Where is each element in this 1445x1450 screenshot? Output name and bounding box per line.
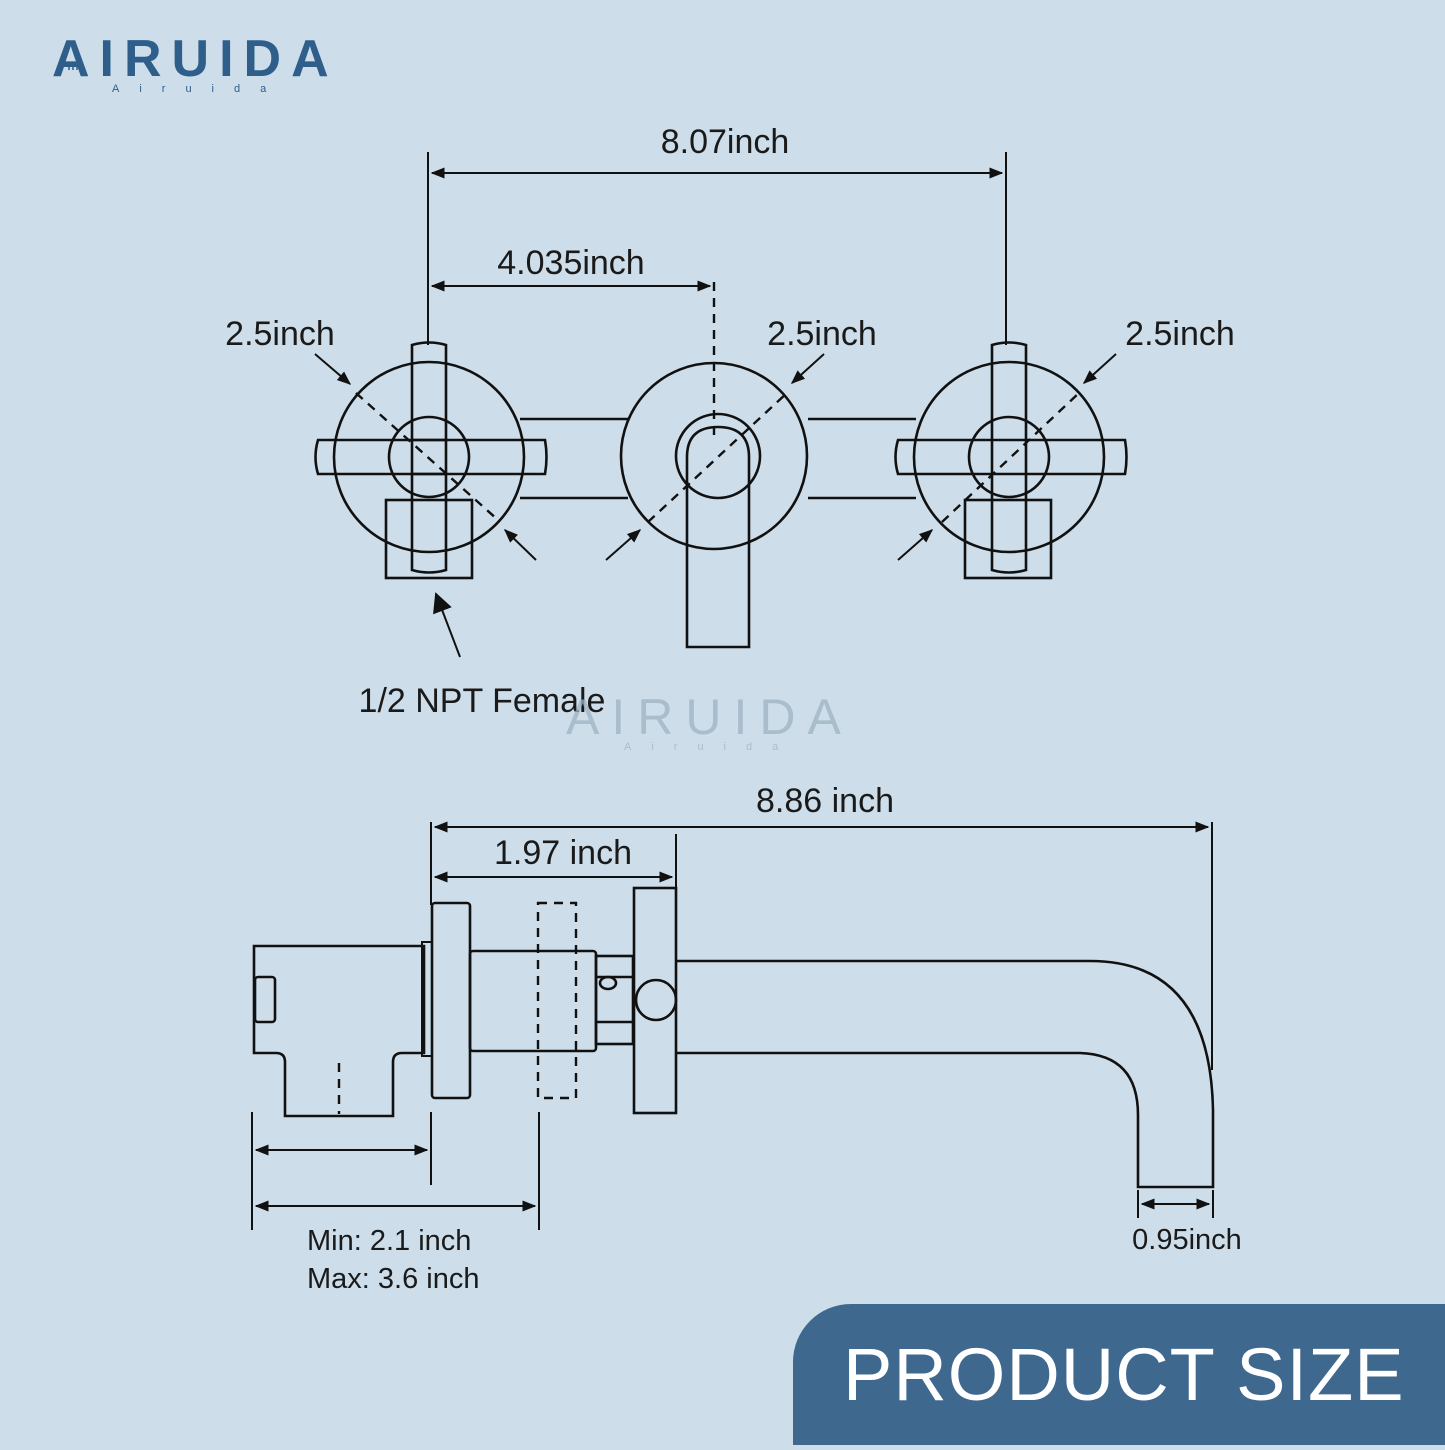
right-cross-handle [894, 341, 1128, 580]
left-cross-handle [314, 341, 548, 580]
watermark-subtitle: Airuida [624, 741, 798, 753]
brand-logo: AIRUIDA Airuida [52, 30, 339, 95]
wall-thickness-max-label: Max: 3.6 inch [307, 1263, 479, 1295]
center-spout-escutcheon [605, 353, 825, 649]
brand-subtitle: Airuida [112, 83, 286, 95]
product-size-banner: PRODUCT SIZE [793, 1304, 1445, 1445]
banner-title: PRODUCT SIZE [843, 1333, 1405, 1416]
trim-depth-label: 1.97 inch [494, 834, 632, 872]
watermark-name: AIRUIDA [566, 689, 853, 745]
spout-reach-label: 8.86 inch [756, 782, 894, 820]
right-handle-diameter-label: 2.5inch [1125, 315, 1235, 353]
front-view: 8.07inch 4.035inch 2.5inch [225, 123, 1235, 720]
shower-head-icon [68, 62, 78, 70]
wall-thickness-min-label: Min: 2.1 inch [307, 1225, 471, 1257]
side-view: 8.86 inch 1.97 inch 0.95inch [251, 782, 1242, 1295]
brand-name: AIRUIDA [52, 30, 339, 88]
watermark-logo: AIRUIDA Airuida [566, 689, 853, 753]
center-escutcheon-diameter-label: 2.5inch [767, 315, 877, 353]
overall-width-label: 8.07inch [661, 123, 790, 161]
center-spacing-label: 4.035inch [497, 244, 644, 282]
inlet-thread-label: 1/2 NPT Female [359, 682, 606, 720]
left-handle-diameter-label: 2.5inch [225, 315, 335, 353]
spout-diameter-label: 0.95inch [1132, 1224, 1242, 1256]
